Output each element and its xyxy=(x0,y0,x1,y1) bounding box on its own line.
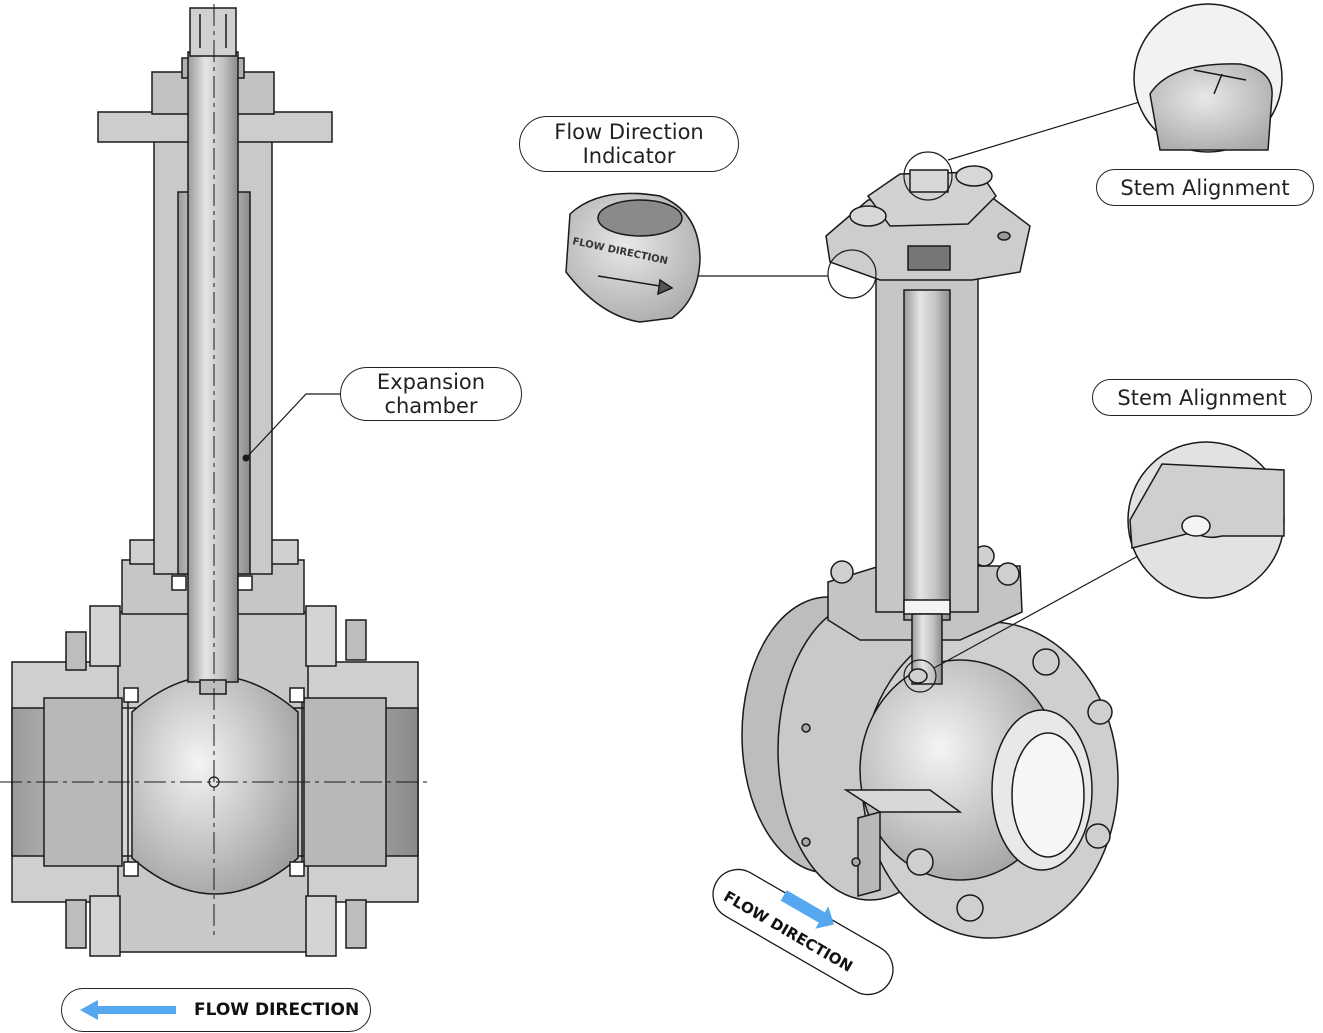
stem-alignment-bottom-label: Stem Alignment xyxy=(1092,379,1312,416)
detail-stem-top xyxy=(1133,3,1283,153)
detail-stem-bottom xyxy=(1127,441,1285,599)
stem-alignment-bottom-text: Stem Alignment xyxy=(1117,385,1287,410)
centerlines xyxy=(0,4,428,935)
expansion-chamber-line-1: Expansion xyxy=(376,370,486,394)
expansion-chamber-leader xyxy=(245,393,342,459)
expansion-chamber-label: Expansion chamber xyxy=(340,367,522,421)
stem-alignment-top-label: Stem Alignment xyxy=(1096,169,1314,206)
leader-dot xyxy=(242,454,250,462)
iso-view xyxy=(741,165,1119,939)
flow-direction-indicator-label: Flow Direction Indicator xyxy=(519,116,739,172)
detail-markers xyxy=(698,99,1147,693)
detail-flow-indicator xyxy=(565,192,701,323)
right-arrow-icon xyxy=(780,890,834,929)
flow-direction-indicator-line-1: Flow Direction xyxy=(554,120,704,144)
left-arrow-icon xyxy=(80,1000,176,1020)
stem-alignment-top-text: Stem Alignment xyxy=(1120,175,1290,200)
center-mark xyxy=(208,776,220,788)
flow-direction-bottom-text: FLOW DIRECTION xyxy=(194,1000,360,1020)
section-view xyxy=(11,7,419,957)
expansion-chamber-line-2: chamber xyxy=(384,394,478,418)
flow-direction-indicator-line-2: Indicator xyxy=(582,144,676,168)
flow-direction-bottom-label: FLOW DIRECTION xyxy=(61,988,371,1032)
